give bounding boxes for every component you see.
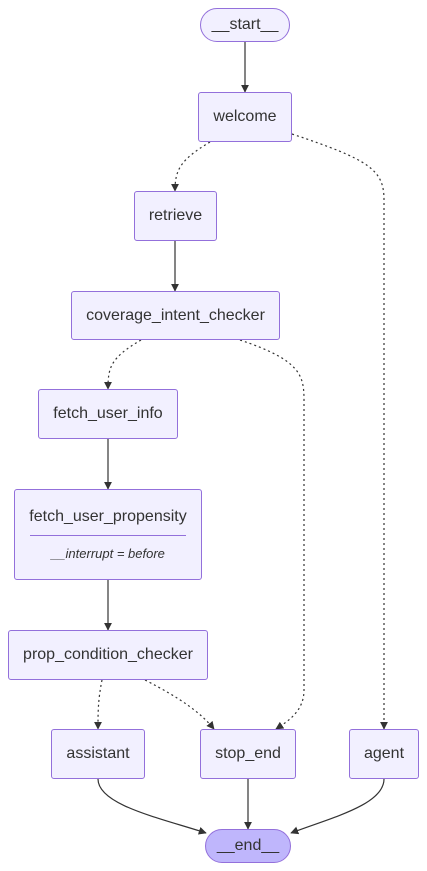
- node-coverage-intent-checker[interactable]: coverage_intent_checker: [71, 291, 280, 340]
- edge-welcome-agent: [291, 133, 388, 730]
- node-retrieve[interactable]: retrieve: [134, 191, 217, 241]
- edge-coverage-stop-end: [239, 339, 305, 730]
- edge-welcome-retrieve: [171, 141, 211, 192]
- node-prop-condition-checker[interactable]: prop_condition_checker: [8, 630, 208, 680]
- node-stop-end[interactable]: stop_end: [200, 729, 296, 779]
- node-welcome[interactable]: welcome: [198, 92, 292, 142]
- fetch-user-propensity-label: fetch_user_propensity: [29, 508, 187, 525]
- edge-prop-checker-assistant: [94, 679, 103, 730]
- node-start[interactable]: __start__: [200, 8, 290, 42]
- edge-coverage-fetch-info: [104, 339, 142, 390]
- node-end[interactable]: __end__: [205, 829, 291, 863]
- node-agent[interactable]: agent: [349, 729, 419, 779]
- node-fetch-user-propensity[interactable]: fetch_user_propensity __interrupt = befo…: [14, 489, 202, 580]
- node-divider: [30, 535, 186, 536]
- interrupt-note: __interrupt = before: [51, 546, 165, 561]
- edge-agent-end: [290, 778, 385, 835]
- edge-prop-checker-stop-end: [144, 679, 215, 730]
- edge-assistant-end: [97, 778, 207, 835]
- node-assistant[interactable]: assistant: [51, 729, 145, 779]
- node-fetch-user-info[interactable]: fetch_user_info: [38, 389, 178, 439]
